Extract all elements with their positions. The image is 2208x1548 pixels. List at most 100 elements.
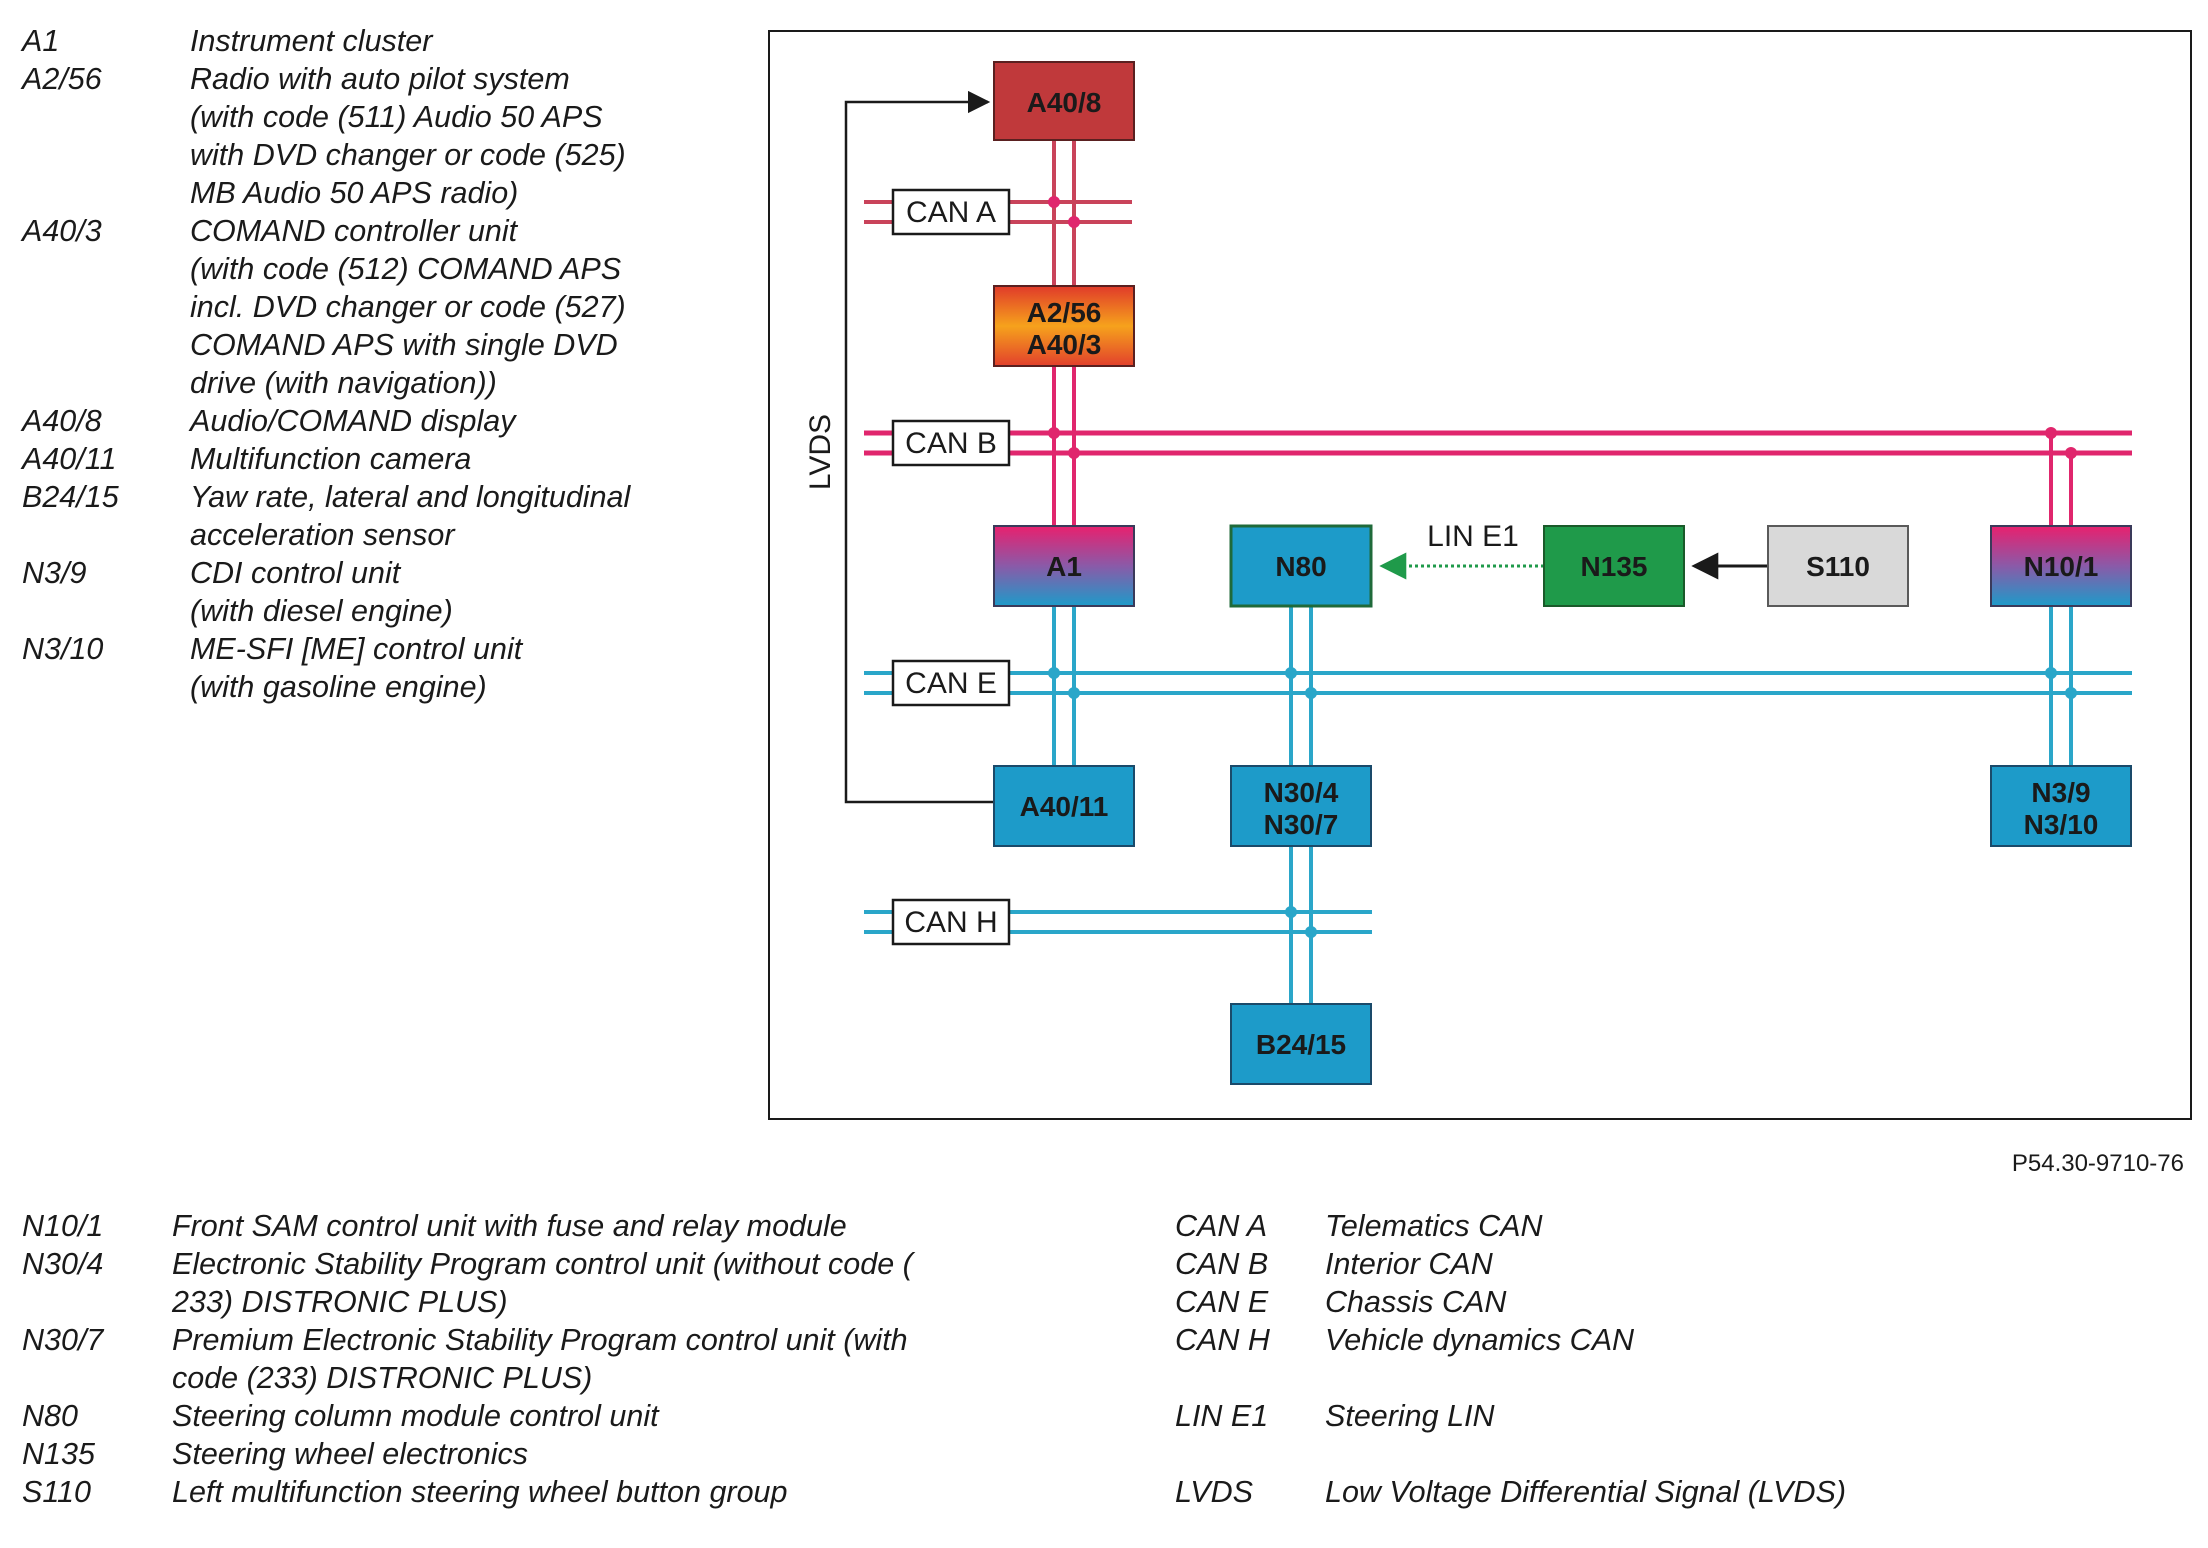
can-h-label-box: CAN H	[891, 898, 1011, 946]
figure-reference: P54.30-9710-76	[2011, 1150, 2184, 1177]
legend-description-line: Premium Electronic Stability Program con…	[172, 1323, 908, 1357]
legend-code: CAN E	[1175, 1285, 1269, 1319]
legend-description-line: drive (with navigation))	[190, 366, 497, 400]
legend-code	[1175, 1359, 1325, 1397]
legend-description-line: with DVD changer or code (525)	[190, 138, 626, 172]
legend-code: A40/3	[22, 214, 102, 248]
legend-description-line: Electronic Stability Program control uni…	[172, 1247, 913, 1281]
legend-description: Steering column module control unit	[172, 1397, 1012, 1435]
legend-description-line: (with gasoline engine)	[190, 670, 487, 704]
legend-code: N3/10	[22, 632, 104, 666]
module-a1-label: A1	[1046, 551, 1082, 582]
legend-top-row: A40/11 Multifunction camera	[22, 440, 722, 478]
module-a2-56-label: A2/56	[1027, 297, 1102, 328]
can-a-label: CAN A	[906, 196, 996, 229]
legend-bottom-right-row: CAN H Vehicle dynamics CAN	[1175, 1321, 2035, 1359]
legend-code: S110	[22, 1475, 91, 1509]
legend-code: N10/1	[22, 1209, 104, 1243]
legend-description-line: Telematics CAN	[1325, 1209, 1543, 1243]
legend-description: Interior CAN	[1325, 1245, 2035, 1283]
legend-description: Low Voltage Differential Signal (LVDS)	[1325, 1473, 2035, 1511]
module-n80-label: N80	[1275, 551, 1326, 582]
drops-chassis-a1	[1052, 606, 1076, 766]
legend-bottom-right-row: LVDS Low Voltage Differential Signal (LVD…	[1175, 1473, 2035, 1511]
drops-n10	[2049, 433, 2073, 766]
legend-description-line: Radio with auto pilot system	[190, 62, 570, 96]
legend-description-line: incl. DVD changer or code (527)	[190, 290, 626, 324]
module-n10-1-label: N10/1	[2024, 551, 2099, 582]
can-e-label-box: CAN E	[891, 659, 1011, 707]
module-a40-8-label: A40/8	[1027, 87, 1102, 118]
legend-description: Left multifunction steering wheel button…	[172, 1473, 1012, 1511]
lvds-label: LVDS	[804, 414, 837, 490]
legend-code: CAN B	[1175, 1247, 1269, 1281]
legend-description	[1325, 1359, 2035, 1397]
legend-description-line	[1325, 1359, 2035, 1397]
can-b-label-box: CAN B	[891, 419, 1011, 467]
module-a40-8: A40/8	[993, 61, 1135, 141]
legend-description-line: code (233) DISTRONIC PLUS)	[172, 1361, 593, 1395]
legend-description: Multifunction camera	[190, 440, 722, 478]
legend-description: Audio/COMAND display	[190, 402, 722, 440]
legend-code: LVDS	[1175, 1475, 1253, 1509]
legend-code: A2/56	[22, 62, 102, 96]
legend-description: Chassis CAN	[1325, 1283, 2035, 1321]
legend-description: Telematics CAN	[1325, 1207, 2035, 1245]
module-n30-4-n30-7: N30/4 N30/7	[1230, 765, 1372, 847]
legend-description: Radio with auto pilot system(with code (…	[190, 60, 722, 212]
module-n30-7-label: N30/7	[1264, 809, 1339, 840]
legend-description: Premium Electronic Stability Program con…	[172, 1321, 1012, 1397]
module-s110: S110	[1767, 525, 1909, 607]
module-n3-10-label: N3/10	[2024, 809, 2099, 840]
legend-description-line	[1325, 1435, 2035, 1473]
legend-code: A40/8	[22, 404, 102, 438]
can-h-label: CAN H	[904, 906, 997, 939]
legend-description-line: COMAND controller unit	[190, 214, 518, 248]
legend-description-line: Vehicle dynamics CAN	[1325, 1323, 1635, 1357]
legend-description-line: Steering wheel electronics	[172, 1437, 529, 1471]
legend-code	[1175, 1435, 1325, 1473]
legend-description-line: (with diesel engine)	[190, 594, 453, 628]
legend-bottom-right-row: CAN B Interior CAN	[1175, 1245, 2035, 1283]
module-n30-4-label: N30/4	[1264, 777, 1339, 808]
can-a-label-box: CAN A	[891, 188, 1011, 236]
module-n3-9-n3-10: N3/9 N3/10	[1990, 765, 2132, 847]
legend-description: Steering LIN	[1325, 1397, 2035, 1435]
legend-bottom-right-row	[1175, 1359, 2035, 1397]
module-n3-9-label: N3/9	[2031, 777, 2090, 808]
legend-code: A1	[22, 24, 60, 58]
legend-description-line: CDI control unit	[190, 556, 401, 590]
legend-code: A40/11	[22, 442, 117, 476]
legend-description: COMAND controller unit(with code (512) C…	[190, 212, 722, 402]
legend-description-line: COMAND APS with single DVD	[190, 328, 618, 362]
legend-description: Steering wheel electronics	[172, 1435, 1012, 1473]
module-s110-label: S110	[1806, 551, 1870, 582]
legend-description-line: 233) DISTRONIC PLUS)	[172, 1285, 508, 1319]
legend-top-row: A2/56 Radio with auto pilot system(with c…	[22, 60, 722, 212]
legend-code: B24/15	[22, 480, 119, 514]
legend-code: CAN H	[1175, 1323, 1270, 1357]
legend-description-line: Chassis CAN	[1325, 1285, 1507, 1319]
module-n135-label: N135	[1581, 551, 1648, 582]
legend-description-line: Low Voltage Differential Signal (LVDS)	[1325, 1475, 1847, 1509]
module-b24-15-label: B24/15	[1256, 1029, 1346, 1060]
legend-top-row: B24/15 Yaw rate, lateral and longitudinal…	[22, 478, 722, 554]
module-n10-1: N10/1	[1990, 525, 2132, 607]
lin-e1-label: LIN E1	[1427, 520, 1519, 553]
legend-code: LIN E1	[1175, 1399, 1269, 1433]
can-e-label: CAN E	[905, 667, 997, 700]
legend-bottom-right-row: CAN E Chassis CAN	[1175, 1283, 2035, 1321]
legend-description	[1325, 1435, 2035, 1473]
legend-description-line: Steering column module control unit	[172, 1399, 659, 1433]
legend-description-line: Interior CAN	[1325, 1247, 1493, 1281]
legend-description: CDI control unit (with diesel engine)	[190, 554, 722, 630]
